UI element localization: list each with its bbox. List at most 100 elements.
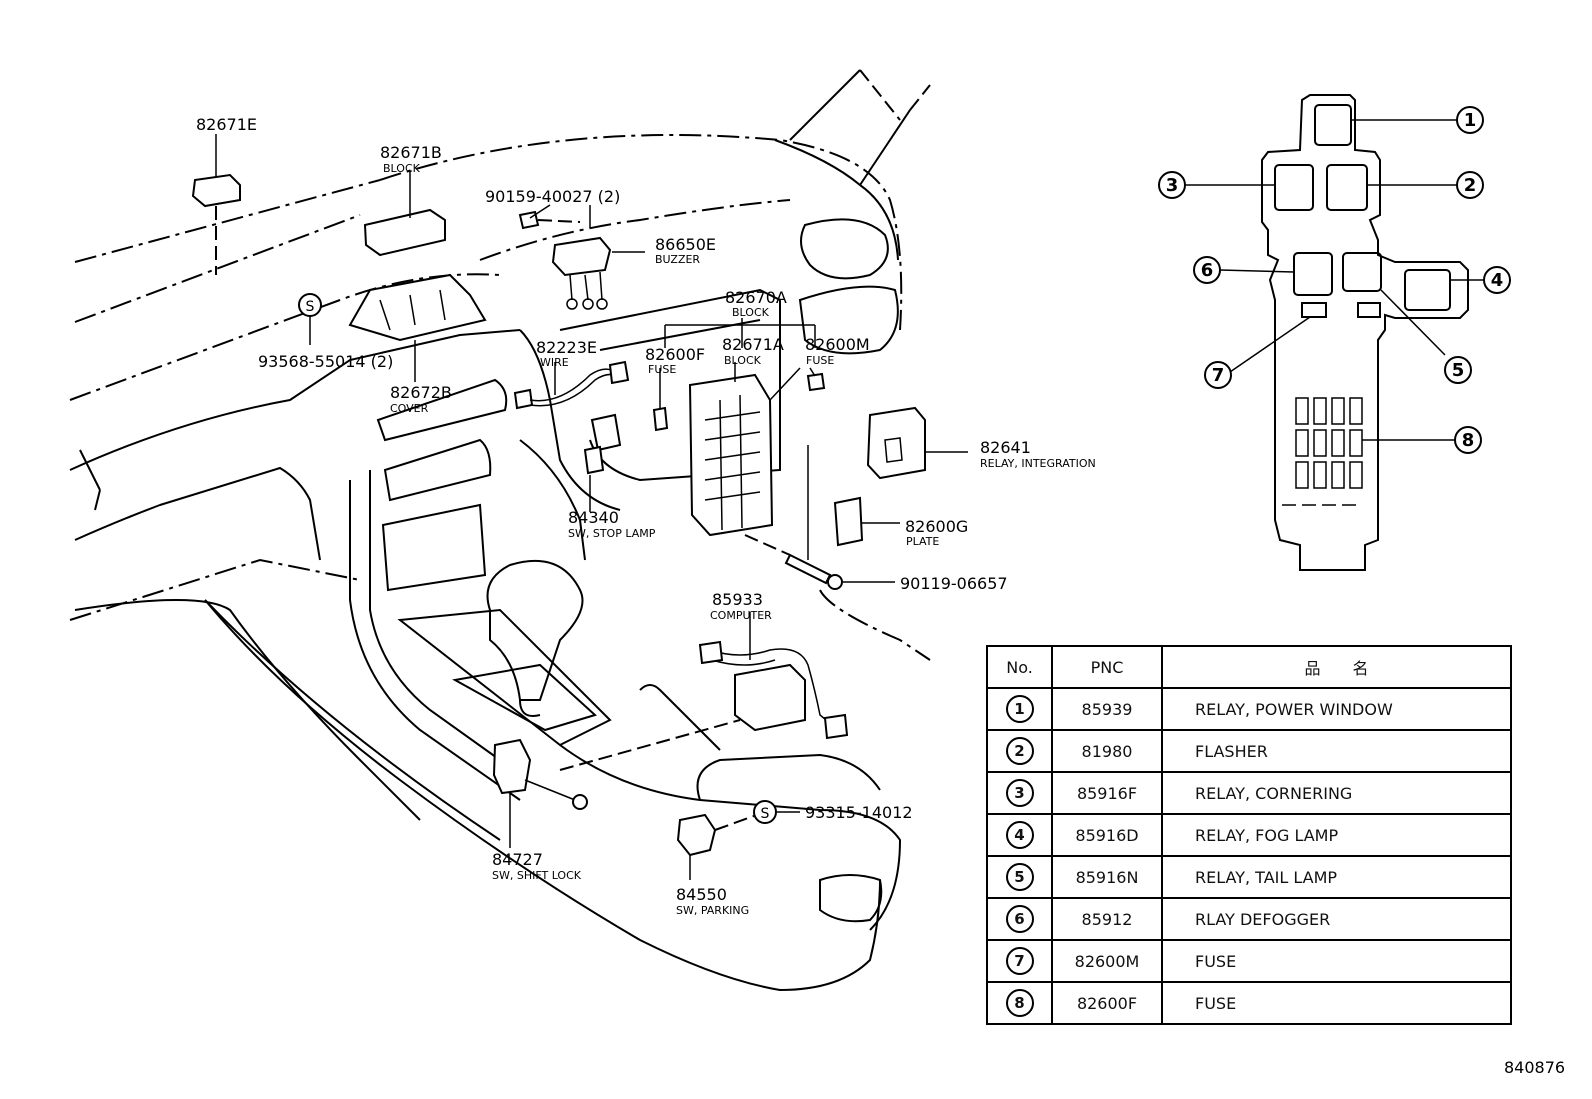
callout-3: 3 [1158,171,1186,199]
label-82671B: 82671B [380,143,442,162]
row-name: RELAY, TAIL LAMP [1161,855,1512,899]
part-86650E-buzzer [518,210,612,310]
table-row: 7 82600M FUSE [986,939,1512,983]
row-number: 8 [1005,989,1034,1017]
svg-text:2: 2 [1464,175,1477,196]
svg-text:1: 1 [1464,110,1477,131]
desc-85933: COMPUTER [710,609,772,622]
row-number: 7 [1005,947,1034,975]
part-82223E-wire [513,360,630,410]
desc-84550: SW, PARKING [676,904,749,917]
row-name: FUSE [1161,981,1512,1025]
row-name: RLAY DEFOGGER [1161,897,1512,941]
table-row: 4 85916D RELAY, FOG LAMP [986,813,1512,857]
label-93568: 93568-55014 (2) [258,352,393,371]
row-number: 4 [1005,821,1034,849]
row-number: 6 [1005,905,1034,933]
row-number: 2 [1005,737,1034,765]
table-header-row: No. PNC 品 名 [986,645,1512,689]
callout-6: 6 [1193,256,1221,284]
part-82671A-block [688,373,774,537]
desc-82641: RELAY, INTEGRATION [980,457,1096,470]
part-85933-computer [698,640,849,740]
svg-text:3: 3 [1166,175,1179,196]
label-90159: 90159-40027 (2) [485,187,620,206]
desc-82600F: FUSE [648,363,676,376]
relay-block-detail [1185,94,1485,571]
row-number: 5 [1005,863,1034,891]
part-84340-stop-lamp-switch [583,413,622,475]
fuse-array [1295,397,1363,489]
desc-82671A: BLOCK [724,354,762,367]
label-93315: 93315-14012 [805,803,913,822]
part-82671E-block [191,173,241,275]
part-labels: 82671E 82671B BLOCK 90159-40027 (2) 8665… [196,115,1096,917]
callout-8: 8 [1454,426,1482,454]
part-84550-parking-switch [676,813,717,857]
row-pnc: 85912 [1051,897,1163,941]
label-82670A: 82670A [725,288,787,307]
svg-text:7: 7 [1212,365,1225,386]
header-pnc: PNC [1051,645,1163,689]
header-name: 品 名 [1161,645,1512,689]
leader-lines [215,134,968,880]
row-pnc: 82600F [1051,981,1163,1025]
label-82600F: 82600F [645,345,705,364]
callout-4: 4 [1483,266,1511,294]
label-82672B: 82672B [390,383,452,402]
part-82671B-block [363,208,446,257]
svg-text:S: S [306,299,315,315]
row-name: FUSE [1161,939,1512,983]
s-symbol-2: S [753,800,777,824]
part-84727-shift-lock-switch [492,738,588,810]
s-symbol-1: S [298,293,322,317]
table-row: 6 85912 RLAY DEFOGGER [986,897,1512,941]
table-row: 8 82600F FUSE [986,981,1512,1025]
desc-82670A: BLOCK [732,306,770,319]
label-82671E: 82671E [196,115,257,134]
svg-text:6: 6 [1201,260,1214,281]
label-82641: 82641 [980,438,1031,457]
label-90119: 90119-06657 [900,574,1008,593]
table-row: 2 81980 FLASHER [986,729,1512,773]
row-number: 1 [1005,695,1034,723]
table-row: 3 85916F RELAY, CORNERING [986,771,1512,815]
label-86650E: 86650E [655,235,716,254]
label-85933: 85933 [712,590,763,609]
label-84727: 84727 [492,850,543,869]
svg-text:S: S [761,806,770,822]
desc-82671B: BLOCK [383,162,421,175]
row-pnc: 82600M [1051,939,1163,983]
part-82600F-fuse [652,406,669,432]
desc-86650E: BUZZER [655,253,700,266]
desc-84727: SW, SHIFT LOCK [492,869,582,882]
row-pnc: 85916F [1051,771,1163,815]
label-82223E: 82223E [536,338,597,357]
header-no: No. [986,645,1053,689]
table-row: 5 85916N RELAY, TAIL LAMP [986,855,1512,899]
desc-82600G: PLATE [906,535,939,548]
row-name: RELAY, CORNERING [1161,771,1512,815]
label-82600M: 82600M [805,335,870,354]
part-82641-integration-relay [866,406,926,480]
svg-text:5: 5 [1452,360,1465,381]
label-84550: 84550 [676,885,727,904]
svg-text:8: 8 [1462,430,1475,451]
part-82600G-plate [833,496,864,547]
callout-2: 2 [1456,171,1484,199]
table-row: 1 85939 RELAY, POWER WINDOW [986,687,1512,731]
row-name: RELAY, POWER WINDOW [1161,687,1512,731]
callout-1: 1 [1456,106,1484,134]
row-number: 3 [1005,779,1034,807]
callout-5: 5 [1444,356,1472,384]
diagram-reference-id: 840876 [1504,1058,1566,1077]
row-name: RELAY, FOG LAMP [1161,813,1512,857]
desc-82223E: WIRE [540,356,569,369]
parts-table: No. PNC 品 名 1 85939 RELAY, POWER WINDOW … [986,645,1512,1025]
part-90119-bolt [744,445,843,590]
label-82671A: 82671A [722,335,784,354]
callout-7: 7 [1204,361,1232,389]
label-84340: 84340 [568,508,619,527]
row-pnc: 85916D [1051,813,1163,857]
